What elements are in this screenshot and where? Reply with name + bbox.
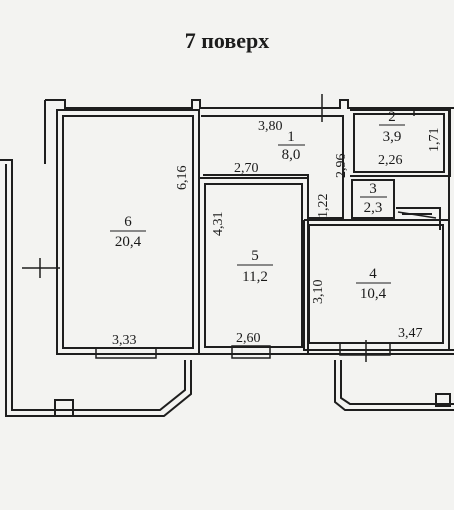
dim-3-80: 3,80 xyxy=(258,119,283,134)
room-2-area: 3,9 xyxy=(383,129,402,145)
dim-3-47: 3,47 xyxy=(398,326,423,341)
room-6-number: 6 xyxy=(124,214,132,230)
dim-2-60: 2,60 xyxy=(236,331,261,346)
dim-1-22: 1,22 xyxy=(316,194,331,219)
dim-3-33: 3,33 xyxy=(112,333,137,348)
room-1-area: 8,0 xyxy=(282,147,301,163)
dim-4-31: 4,31 xyxy=(211,212,226,237)
dimension-labels: 3,80 2,70 2,26 3,33 2,60 3,47 2,96 1,22 … xyxy=(112,119,442,348)
dim-2-26: 2,26 xyxy=(378,153,403,168)
room-5-number: 5 xyxy=(251,248,259,264)
dim-6-16: 6,16 xyxy=(175,166,190,191)
dim-1-71: 1,71 xyxy=(427,128,442,153)
room-2-number: 2 xyxy=(388,109,396,125)
room-4-area: 10,4 xyxy=(360,286,387,302)
windows-doors xyxy=(22,94,437,362)
walls xyxy=(0,99,454,417)
room-5-area: 11,2 xyxy=(242,269,268,285)
dim-2-70: 2,70 xyxy=(234,161,259,176)
room-3-number: 3 xyxy=(369,181,377,197)
dim-3-10: 3,10 xyxy=(311,280,326,305)
room-4-number: 4 xyxy=(369,266,377,282)
floor-title: 7 поверх xyxy=(184,28,270,53)
room-3-area: 2,3 xyxy=(364,200,383,216)
room-labels: 1 8,0 2 3,9 3 2,3 4 10,4 5 11,2 6 20,4 xyxy=(110,109,405,302)
room-6-area: 20,4 xyxy=(115,234,142,250)
dim-2-96: 2,96 xyxy=(334,154,349,179)
room-1-number: 1 xyxy=(287,129,295,145)
